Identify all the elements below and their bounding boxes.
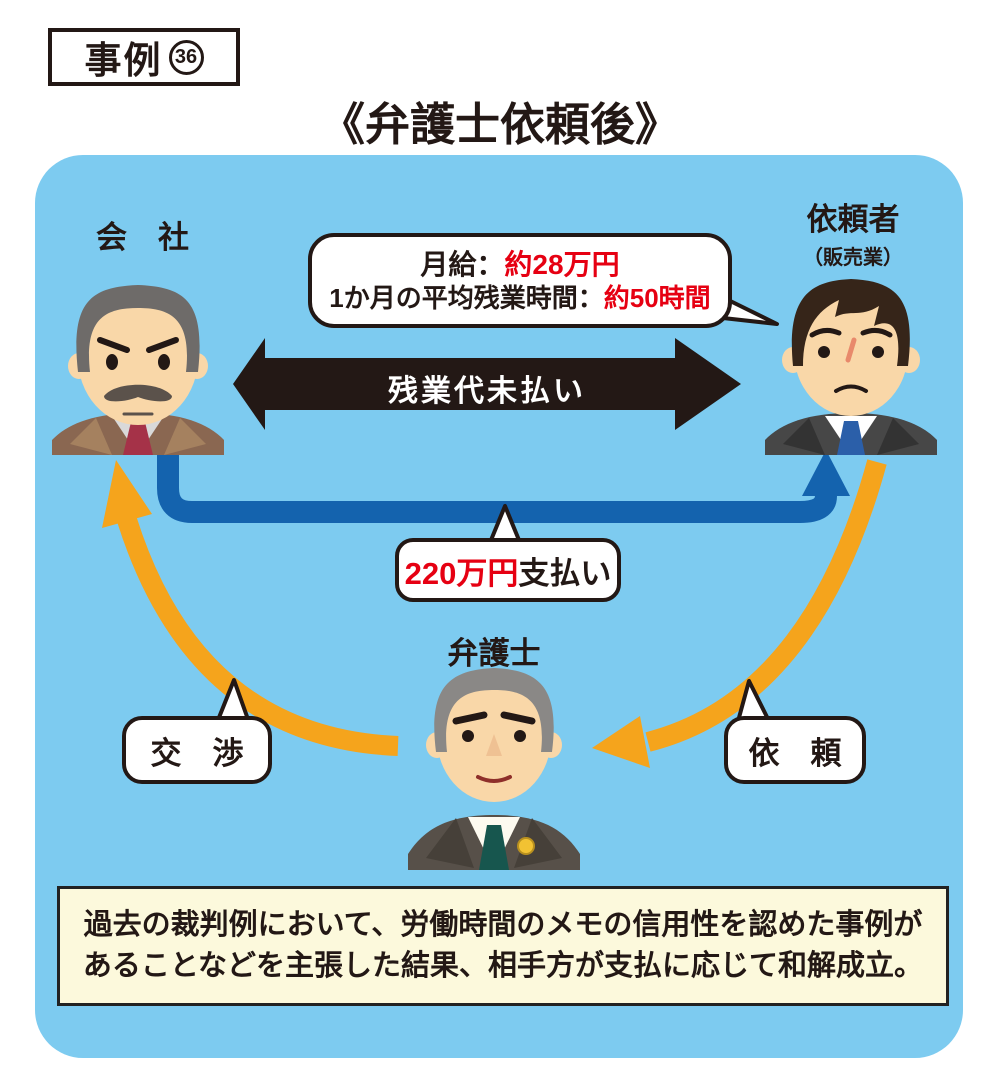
conditions-line2: 1か月の平均残業時間：約50時間	[329, 282, 710, 314]
lawyer-avatar	[408, 668, 580, 870]
conditions-line1: 月給：約28万円	[420, 248, 619, 282]
overtime-label: 1か月の平均残業時間：	[329, 282, 604, 313]
overtime-value: 約50時間	[603, 282, 711, 313]
negotiation-bubble: 交 渉	[122, 716, 272, 784]
unpaid-overtime-arrow-icon	[233, 338, 741, 430]
unpaid-overtime-label: 残業代未払い	[388, 375, 586, 408]
salary-value: 約28万円	[504, 248, 620, 280]
request-arrow-icon	[592, 459, 887, 768]
lawyer-label: 弁護士	[447, 636, 541, 671]
case-label: 事例	[84, 40, 163, 81]
company-label: 会 社	[96, 220, 189, 255]
salary-label: 月給：	[420, 248, 505, 280]
client-sublabel: （販売業）	[803, 247, 903, 269]
summary-box: 過去の裁判例において、労働時間のメモの信用性を認めた事例が あることなどを主張し…	[57, 886, 949, 1006]
negotiation-arrow-icon	[102, 460, 399, 756]
page-title: 《弁護士依頼後》	[319, 99, 680, 150]
client-label: 依頼者	[806, 202, 900, 237]
payment-arrow-icon	[157, 450, 850, 523]
summary-line-2: あることなどを主張した結果、相手方が支払に応じて和解成立。	[82, 950, 924, 982]
payment-amount: 220万円	[404, 555, 519, 591]
request-bubble: 依 頼	[724, 716, 866, 784]
payment-bubble: 220万円支払い	[395, 538, 621, 602]
client-label-wrap: 依頼者 （販売業）	[778, 194, 928, 270]
payment-suffix: 支払い	[518, 555, 612, 591]
client-avatar	[765, 279, 937, 455]
conditions-bubble: 月給：約28万円 1か月の平均残業時間：約50時間	[308, 233, 732, 328]
case-number-box: 事例 36	[48, 28, 240, 86]
summary-line-1: 過去の裁判例において、労働時間のメモの信用性を認めた事例が	[83, 909, 923, 941]
case-number-circle: 36	[168, 39, 204, 75]
company-avatar	[52, 285, 224, 455]
